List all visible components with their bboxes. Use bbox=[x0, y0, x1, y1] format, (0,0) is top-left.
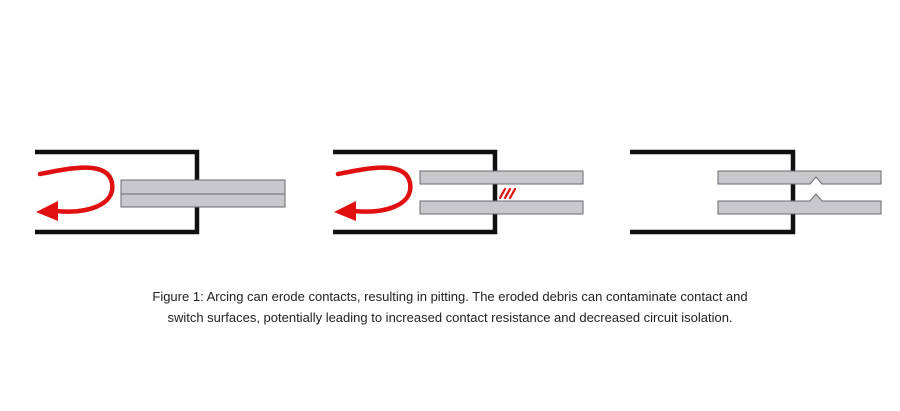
panel-2-arc-arrow bbox=[335, 165, 413, 214]
caption-line-1: Figure 1: Arcing can erode contacts, res… bbox=[152, 289, 748, 304]
panel-2 bbox=[333, 149, 584, 235]
panel-1-arc-arrowhead bbox=[36, 201, 58, 221]
panel-2-contact-upper bbox=[419, 170, 584, 185]
panel-2-arc-arrowhead bbox=[334, 201, 356, 221]
panel-3 bbox=[630, 149, 882, 235]
panel-2-contact-lower bbox=[419, 200, 584, 215]
panel-2-frame bbox=[333, 149, 498, 235]
erosion-hatch-icon bbox=[498, 187, 517, 200]
panel-1-contact-upper bbox=[120, 179, 286, 195]
panel-3-frame bbox=[630, 149, 796, 235]
figure-caption: Figure 1: Arcing can erode contacts, res… bbox=[0, 286, 900, 328]
panel-3-contact-lower bbox=[717, 193, 882, 215]
panel-1-arc-arrow bbox=[37, 165, 115, 214]
panel-1 bbox=[35, 149, 286, 235]
panel-1-contact-lower bbox=[120, 193, 286, 208]
caption-line-2: switch surfaces, potentially leading to … bbox=[167, 310, 733, 325]
panel-3-contact-upper bbox=[717, 170, 882, 185]
